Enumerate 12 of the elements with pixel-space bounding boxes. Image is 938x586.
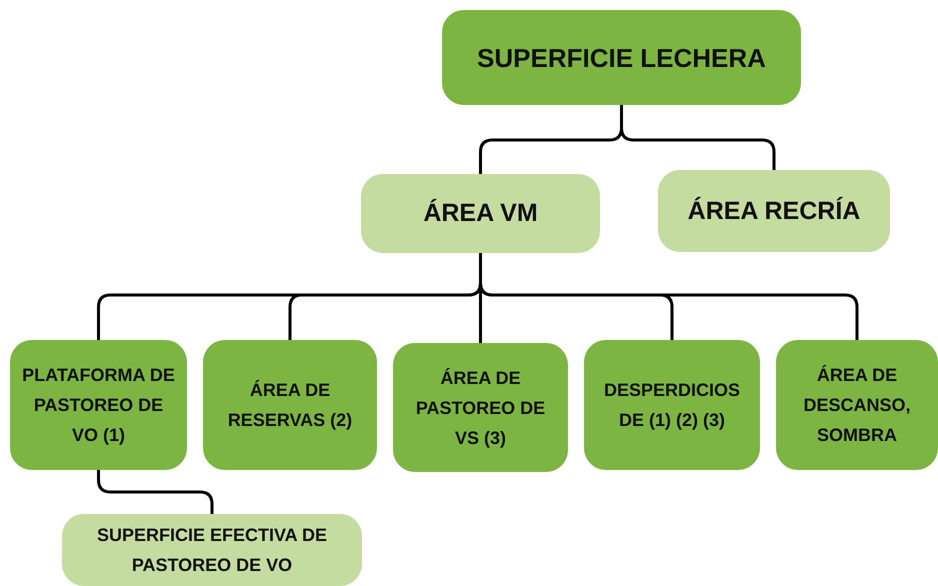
connector-line bbox=[97, 470, 214, 514]
category-box: ÁREA DE PASTOREO DE VS (3) bbox=[393, 343, 568, 472]
category-box: ÁREA DE RESERVAS (2) bbox=[203, 340, 377, 470]
connector-line bbox=[479, 253, 858, 340]
category-box: DESPERDICIOS DE (1) (2) (3) bbox=[584, 340, 760, 470]
category-box: SUPERFICIE EFECTIVA DE PASTOREO DE VO bbox=[62, 514, 362, 586]
category-box: ÁREA VM bbox=[361, 174, 600, 253]
category-box: SUPERFICIE LECHERA bbox=[442, 10, 801, 105]
connector-line bbox=[620, 105, 776, 170]
category-box: PLATAFORMA DE PASTOREO DE VO (1) bbox=[10, 340, 187, 470]
category-box: ÁREA RECRÍA bbox=[658, 170, 890, 252]
category-box: ÁREA DE DESCANSO, SOMBRA bbox=[776, 340, 938, 470]
